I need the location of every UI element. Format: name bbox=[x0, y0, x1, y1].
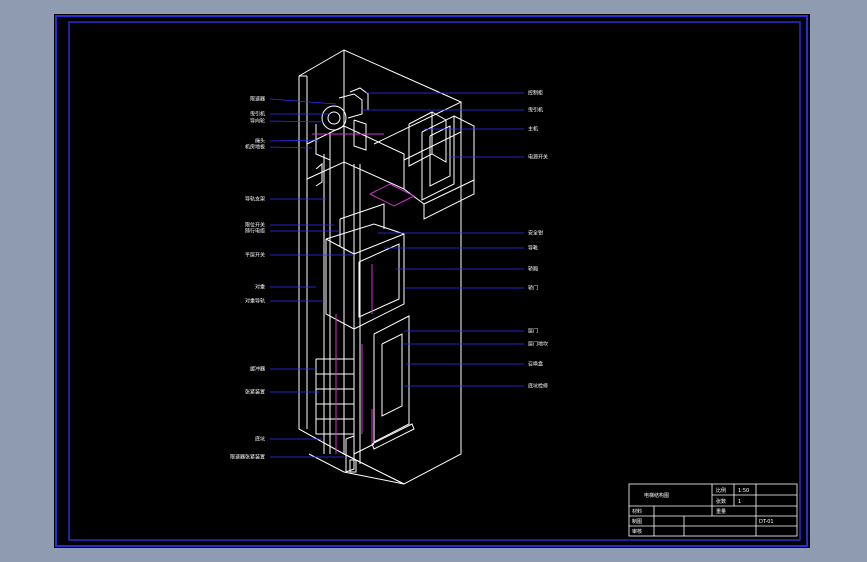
title-checked-label: 审核 bbox=[632, 528, 642, 535]
title-sheet-value: 1 bbox=[738, 499, 741, 505]
callout-label-right: 底坑检修 bbox=[528, 383, 548, 390]
callout-label-right: 主机 bbox=[528, 126, 538, 133]
leader-line-left bbox=[269, 120, 325, 123]
title-scale-value: 1:50 bbox=[738, 488, 749, 494]
callout-label-right: 电源开关 bbox=[528, 154, 548, 161]
callout-label-right: 安全钳 bbox=[528, 230, 543, 237]
title-drawn-label: 制图 bbox=[632, 518, 642, 525]
callout-label-left: 限速器 bbox=[250, 96, 265, 103]
callout-labels: 限速器曳引机导向轮绳头机房地板导轨支架限位开关随行电缆平层开关对重对重导轨缓冲器… bbox=[230, 90, 548, 461]
drawing-viewport[interactable]: 限速器曳引机导向轮绳头机房地板导轨支架限位开关随行电缆平层开关对重对重导轨缓冲器… bbox=[54, 14, 810, 548]
callout-label-right: 召唤盒 bbox=[528, 361, 543, 368]
leader-line-left bbox=[269, 98, 337, 105]
elevator-isometric bbox=[298, 49, 475, 485]
callout-label-left: 导向轮 bbox=[250, 118, 265, 125]
callout-label-left: 底坑 bbox=[255, 436, 265, 443]
title-drawing-name: 电梯结构图 bbox=[644, 492, 669, 499]
title-block bbox=[628, 483, 798, 537]
callout-label-right: 导靴 bbox=[528, 245, 538, 252]
callout-label-left: 对重导轨 bbox=[245, 298, 265, 305]
callout-label-left: 平层开关 bbox=[245, 252, 265, 259]
callout-label-left: 机房地板 bbox=[245, 144, 265, 151]
leader-line-left bbox=[269, 146, 313, 149]
callout-label-left: 随行电缆 bbox=[245, 228, 265, 235]
callout-label-right: 轿门 bbox=[528, 285, 538, 292]
inner-border bbox=[68, 21, 801, 541]
callout-label-left: 缓冲器 bbox=[250, 366, 265, 373]
accent-lines bbox=[312, 133, 416, 454]
outer-border bbox=[55, 15, 808, 547]
leader-lines bbox=[269, 92, 524, 458]
callout-label-right: 轿厢 bbox=[528, 266, 538, 273]
callout-label-left: 限位开关 bbox=[245, 222, 265, 229]
callout-label-left: 曳引机 bbox=[250, 111, 265, 118]
callout-label-left: 绳头 bbox=[255, 138, 265, 145]
callout-label-right: 曳引机 bbox=[528, 107, 543, 114]
title-weight-label: 重量 bbox=[716, 508, 726, 515]
callout-label-left: 导轨支架 bbox=[245, 196, 265, 203]
title-sheet-label: 张数 bbox=[716, 498, 726, 505]
leader-line-left bbox=[269, 139, 319, 142]
title-scale-label: 比例 bbox=[716, 487, 726, 494]
callout-label-left: 对重 bbox=[255, 284, 265, 291]
elevator-drawing: 限速器曳引机导向轮绳头机房地板导轨支架限位开关随行电缆平层开关对重对重导轨缓冲器… bbox=[55, 15, 808, 547]
title-drawing-no: DT-01 bbox=[759, 519, 774, 525]
callout-label-left: 张紧装置 bbox=[245, 389, 265, 396]
callout-label-right: 层门地坎 bbox=[528, 341, 548, 348]
callout-label-right: 层门 bbox=[528, 328, 538, 335]
callout-label-right: 控制柜 bbox=[528, 90, 543, 97]
callout-label-left: 限速器张紧装置 bbox=[230, 454, 265, 461]
title-material-label: 材料 bbox=[632, 508, 642, 515]
